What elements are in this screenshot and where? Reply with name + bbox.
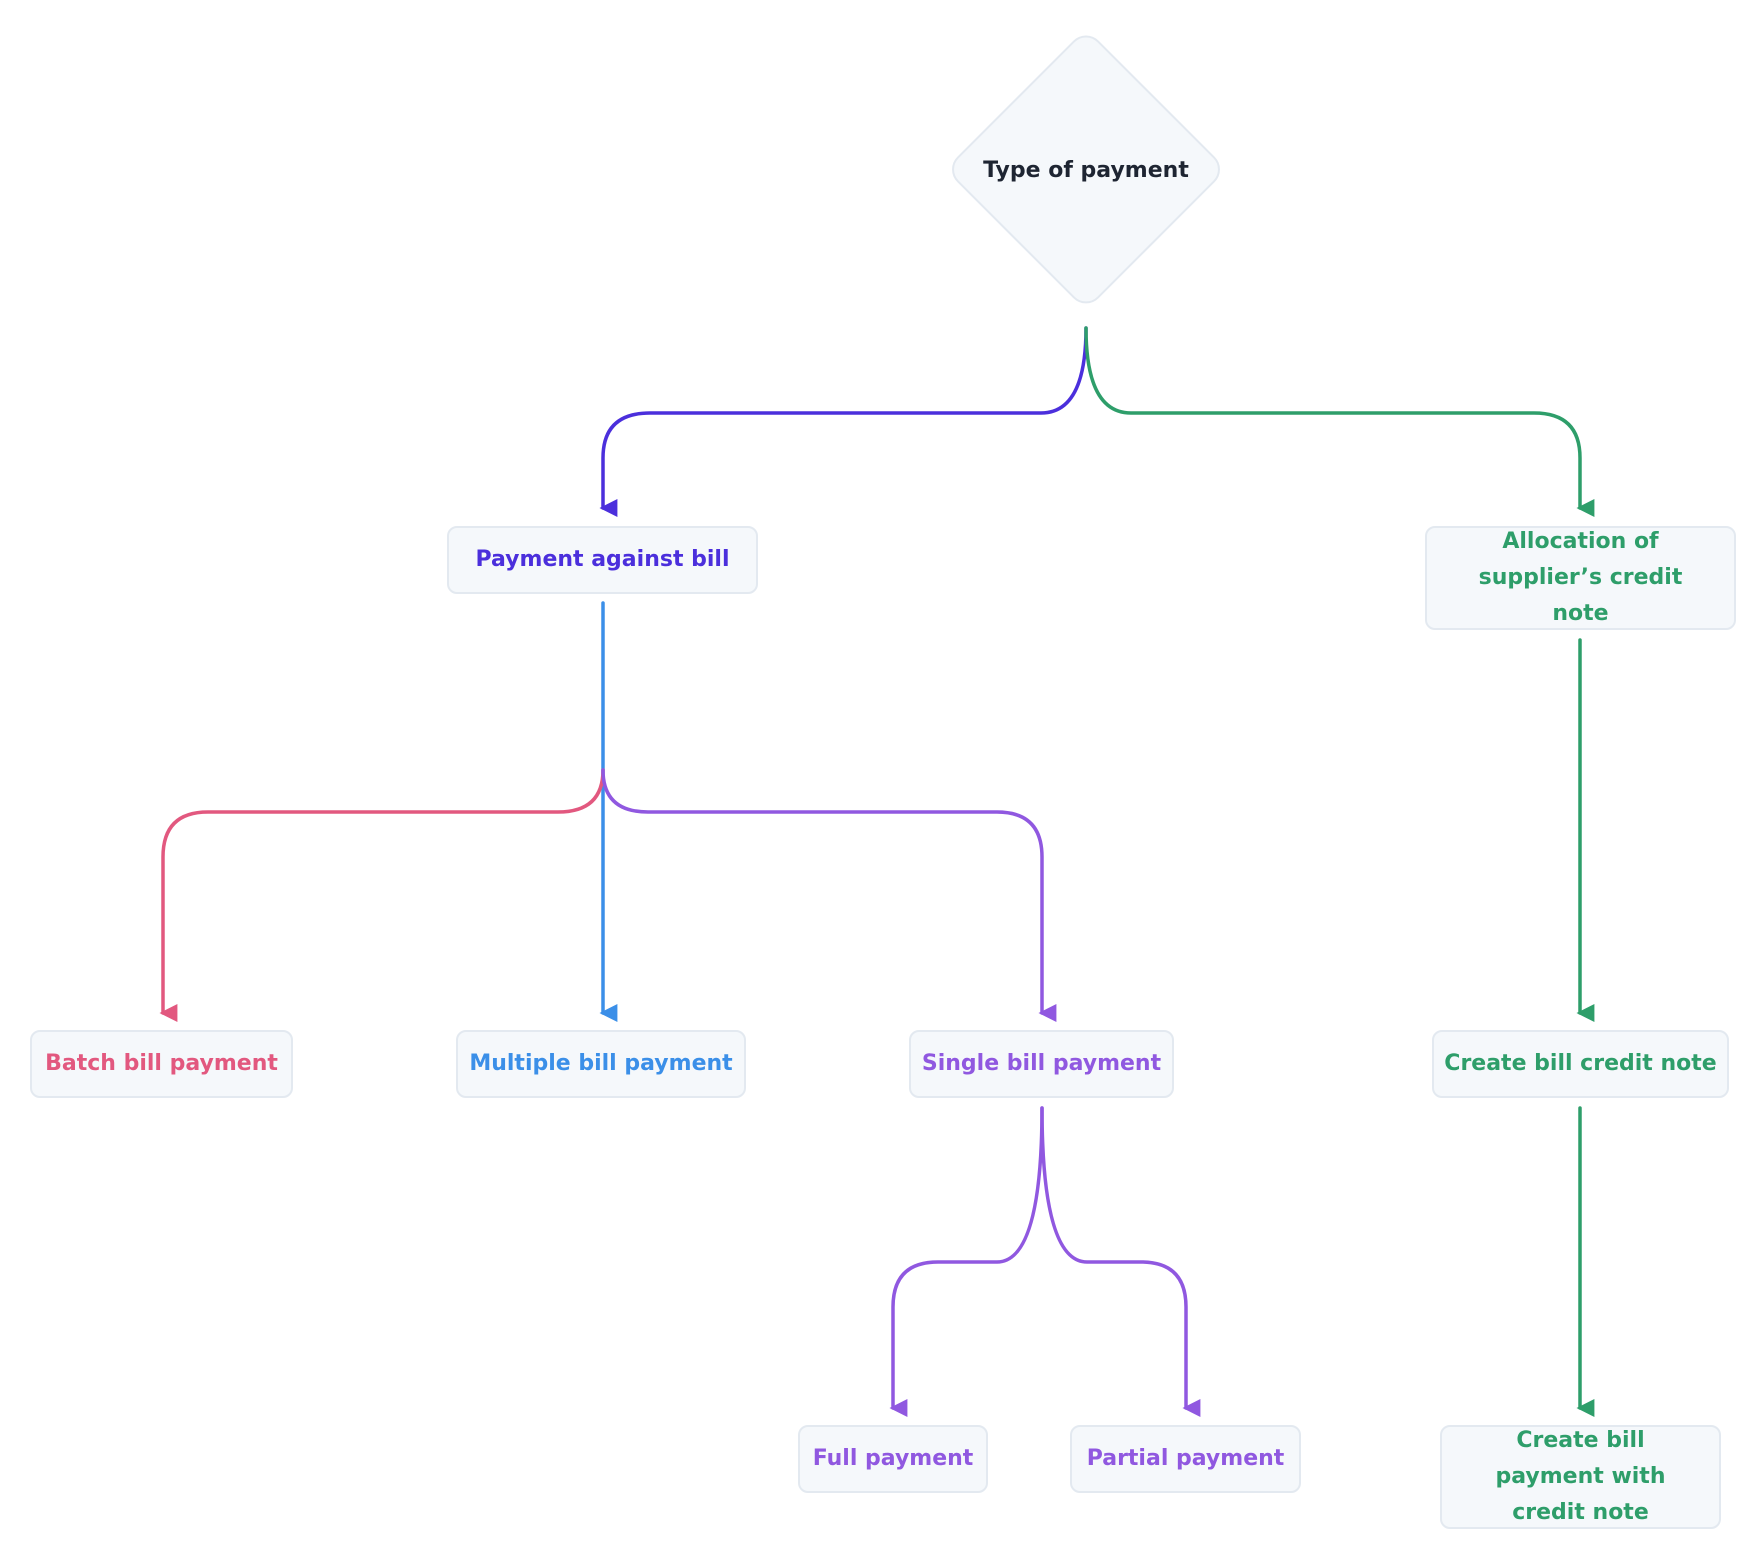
decision-label-type-of-payment: Type of payment: [983, 157, 1189, 183]
edge-root-to-payment-against-bill: [599, 326, 1088, 517]
edge-root-to-allocation: [1084, 326, 1595, 517]
node-multiple-bill-payment: Multiple bill payment: [456, 1030, 746, 1098]
node-single-bill-payment: Single bill payment: [909, 1030, 1174, 1098]
edge-single-to-partial: [1040, 1106, 1201, 1417]
edge-pab-to-batch: [159, 768, 605, 1022]
node-partial-payment: Partial payment: [1070, 1425, 1301, 1493]
edge-single-to-full: [889, 1106, 1044, 1417]
node-batch-bill-payment: Batch bill payment: [30, 1030, 293, 1098]
node-full-payment: Full payment: [798, 1425, 988, 1493]
node-allocation-of-suppliers-credit-note: Allocation of supplier’s credit note: [1425, 526, 1736, 630]
node-create-bill-credit-note: Create bill credit note: [1432, 1030, 1729, 1098]
edge-pab-to-single: [601, 768, 1057, 1022]
node-payment-against-bill: Payment against bill: [447, 526, 758, 594]
node-create-bill-payment-with-credit-note: Create bill payment with credit note: [1440, 1425, 1721, 1529]
